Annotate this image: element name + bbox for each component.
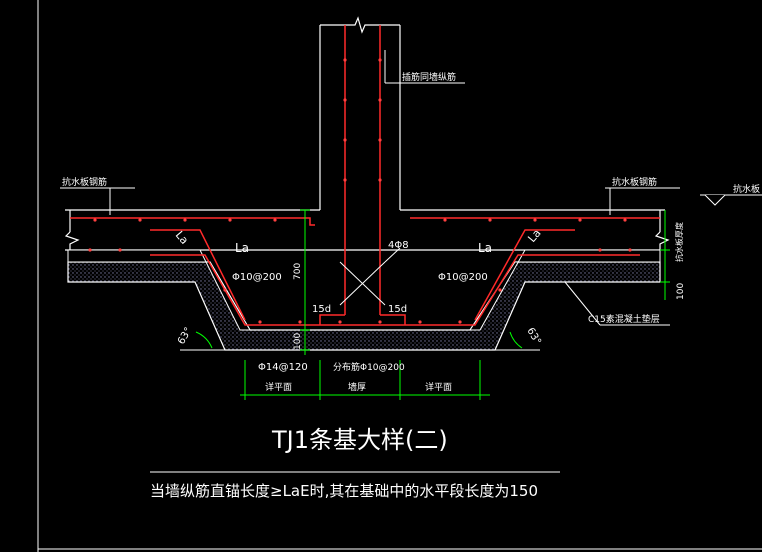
angle-right-label: 63°: [524, 326, 542, 347]
waterproof-left-label: 抗水板钢筋: [62, 176, 107, 188]
bottom-bar-label: Φ14@120: [258, 362, 308, 373]
see-plan-right-label: 详平面: [425, 381, 452, 393]
see-plan-left-label: 详平面: [265, 381, 292, 393]
drawing-note: 当墙纵筋直锚长度≥LaE时,其在基础中的水平段长度为150: [150, 482, 538, 500]
waterproof-far-right-label: 抗水板: [733, 183, 760, 195]
la-right-label: La: [478, 241, 492, 255]
fifteen-d-right-label: 15d: [388, 304, 407, 315]
la-left-diag-label: La: [173, 229, 191, 247]
rebar-dots: [88, 58, 632, 324]
dim-100-bottom-label: 100: [293, 333, 303, 350]
distribution-bar-label: 分布筋Φ10@200: [333, 361, 405, 373]
cushion-label: C15素混凝土垫层: [588, 313, 660, 325]
stirrup-right-label: Φ10@200: [438, 272, 488, 283]
wall-outline: [319, 16, 401, 210]
fifteen-d-left-label: 15d: [312, 304, 331, 315]
labels-group: 插筋同墙纵筋 抗水板钢筋 抗水板钢筋 抗水板 抗水板厚度 La La La La…: [62, 71, 760, 393]
leader-lines: [60, 50, 762, 326]
angle-left-label: 63°: [176, 326, 194, 347]
foundation-body: [67, 249, 661, 331]
la-left-label: La: [235, 241, 249, 255]
dim-100-right-label: 100: [676, 283, 686, 300]
stirrup-left-label: Φ10@200: [232, 272, 282, 283]
cushion-layer: [67, 261, 661, 351]
wall-rebar-label: 插筋同墙纵筋: [402, 71, 456, 83]
waterproof-right-label: 抗水板钢筋: [612, 176, 657, 188]
cross-bar-label: 4Φ8: [388, 240, 409, 251]
cross-bar-x: [339, 247, 401, 306]
dim-700-label: 700: [293, 263, 303, 280]
dimension-lines: [180, 209, 670, 400]
wall-thickness-label: 墙厚: [348, 381, 366, 393]
la-right-diag-label: La: [525, 227, 543, 245]
drawing-title: TJ1条基大样(二): [271, 426, 448, 454]
slab-thickness-label: 抗水板厚度: [674, 222, 684, 262]
